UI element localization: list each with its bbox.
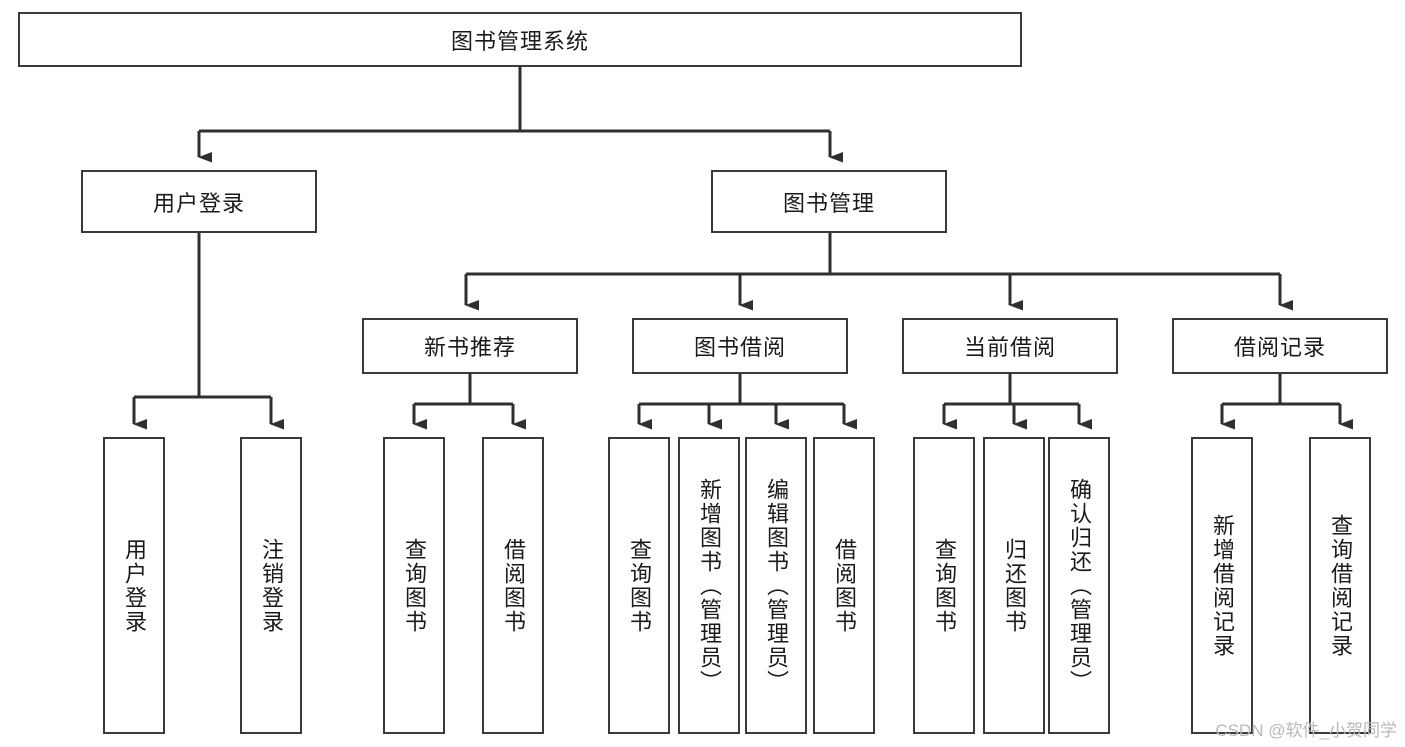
node-new-book-recommend-label: 新书推荐: [423, 335, 516, 360]
node-current-borrow-label: 当前借阅: [963, 335, 1056, 360]
node-leaf-edit-book[interactable]: 编辑图书（管理员）: [745, 437, 807, 734]
node-leaf-logout-login[interactable]: 注销登录: [240, 437, 302, 734]
node-root[interactable]: 图书管理系统: [18, 12, 1022, 67]
node-leaf-return-book[interactable]: 归还图书: [983, 437, 1045, 734]
node-leaf-user-login-label: 用户登录: [121, 537, 147, 634]
node-current-borrow[interactable]: 当前借阅: [902, 318, 1118, 374]
node-leaf-edit-book-label: 编辑图书（管理员）: [763, 477, 789, 694]
node-leaf-query-book-3[interactable]: 查询图书: [913, 437, 975, 734]
node-book-management[interactable]: 图书管理: [711, 170, 947, 233]
node-borrow-record-label: 借阅记录: [1233, 335, 1326, 360]
node-user-login[interactable]: 用户登录: [81, 170, 317, 233]
node-leaf-add-book[interactable]: 新增图书（管理员）: [678, 437, 740, 734]
node-user-login-label: 用户登录: [152, 190, 245, 216]
node-root-label: 图书管理系统: [450, 28, 589, 54]
node-leaf-confirm-return[interactable]: 确认归还（管理员）: [1048, 437, 1110, 734]
node-leaf-borrow-book-2-label: 借阅图书: [831, 537, 857, 634]
node-leaf-query-book-1-label: 查询图书: [401, 537, 427, 634]
node-book-borrow[interactable]: 图书借阅: [632, 318, 848, 374]
node-borrow-record[interactable]: 借阅记录: [1172, 318, 1388, 374]
node-leaf-query-record[interactable]: 查询借阅记录: [1309, 437, 1371, 734]
node-leaf-borrow-book-1-label: 借阅图书: [500, 537, 526, 634]
node-leaf-confirm-return-label: 确认归还（管理员）: [1066, 477, 1092, 694]
csdn-watermark: CSDN @软件_小贺同学: [1215, 721, 1397, 740]
node-leaf-borrow-book-1[interactable]: 借阅图书: [482, 437, 544, 734]
node-leaf-query-book-2[interactable]: 查询图书: [608, 437, 670, 734]
node-leaf-logout-login-label: 注销登录: [258, 537, 284, 634]
node-leaf-query-record-label: 查询借阅记录: [1327, 513, 1353, 658]
node-leaf-add-record-label: 新增借阅记录: [1209, 513, 1235, 658]
node-leaf-borrow-book-2[interactable]: 借阅图书: [813, 437, 875, 734]
node-leaf-user-login[interactable]: 用户登录: [103, 437, 165, 734]
node-new-book-recommend[interactable]: 新书推荐: [362, 318, 578, 374]
node-leaf-add-record[interactable]: 新增借阅记录: [1191, 437, 1253, 734]
node-leaf-return-book-label: 归还图书: [1001, 537, 1027, 634]
node-book-borrow-label: 图书借阅: [693, 335, 786, 360]
node-leaf-query-book-3-label: 查询图书: [931, 537, 957, 634]
node-leaf-query-book-1[interactable]: 查询图书: [383, 437, 445, 734]
node-book-management-label: 图书管理: [782, 190, 875, 216]
node-leaf-query-book-2-label: 查询图书: [626, 537, 652, 634]
node-leaf-add-book-label: 新增图书（管理员）: [696, 477, 722, 694]
